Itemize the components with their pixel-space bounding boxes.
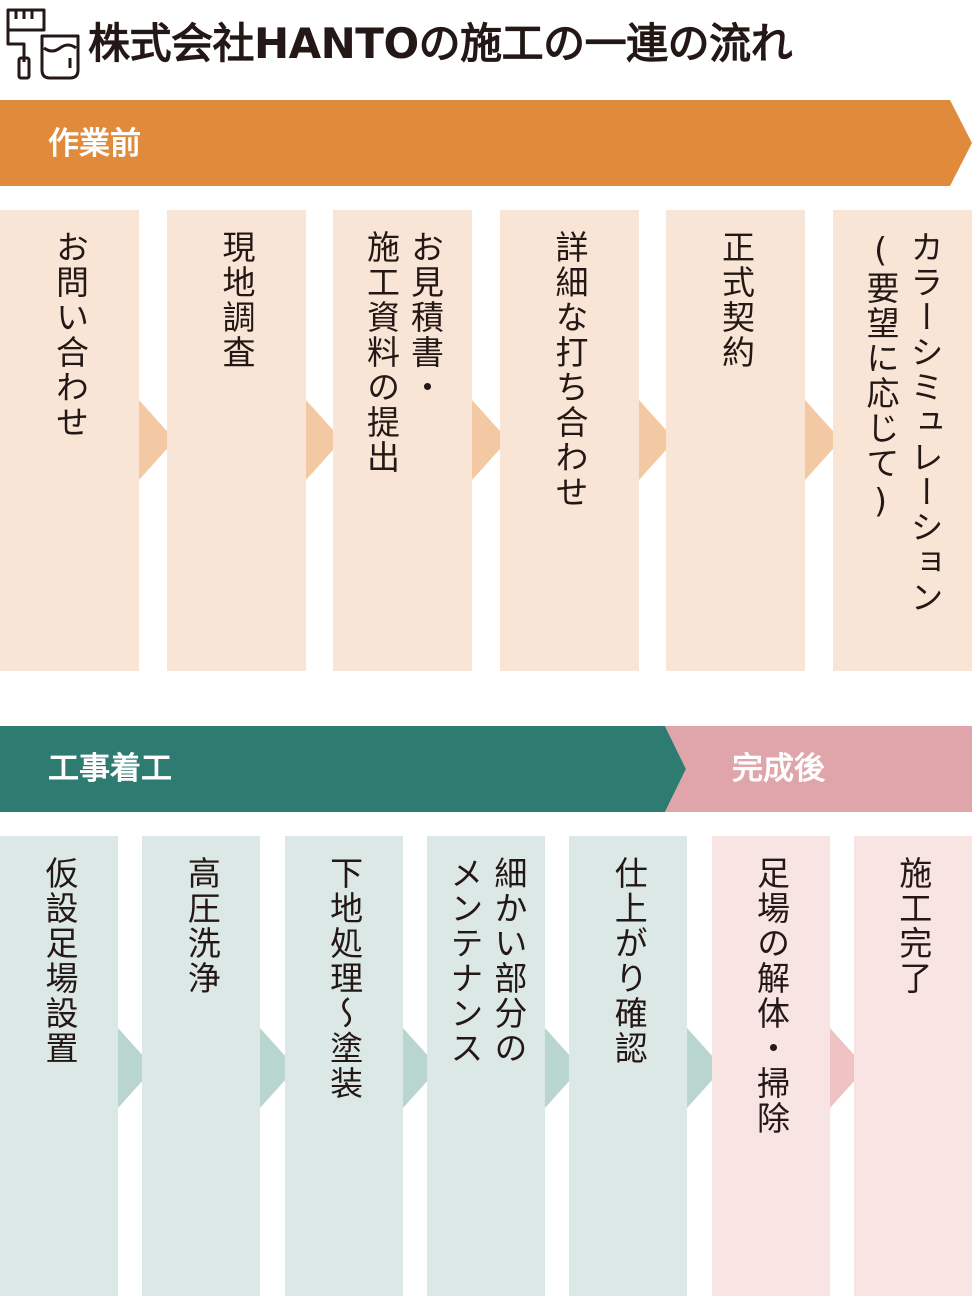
step-card: 仕上がり確認 [569, 836, 688, 1296]
arrow-right-icon [139, 400, 175, 480]
step-card: 仮設足場設置 [0, 836, 118, 1296]
paint-brush-and-bucket-icon [6, 8, 80, 80]
step-label: カラーシミュレーション (要望に応じて) [861, 230, 944, 615]
step-card: カラーシミュレーション (要望に応じて) [832, 210, 972, 671]
step-card: お見積書・ 施工資料の提出 [333, 210, 472, 671]
step-label: 細かい部分の メンテナンス [444, 856, 528, 1066]
step-label: 仕上がり確認 [609, 856, 649, 1066]
banner-before-label: 作業前 [48, 126, 141, 162]
banner-construction-label: 工事着工 [48, 751, 172, 787]
step-card: 下地処理〜塗装 [284, 836, 403, 1296]
step-label: 仮設足場設置 [40, 856, 79, 1066]
banner-after [665, 726, 972, 812]
banner-after-label: 完成後 [732, 751, 825, 787]
arrow-right-icon [305, 400, 342, 480]
arrow-right-icon [638, 400, 675, 480]
step-label: 足場の解体・掃除 [751, 856, 791, 1136]
arrow-right-icon [260, 1028, 297, 1108]
step-card: 正式契約 [666, 210, 805, 671]
step-label: お見積書・ 施工資料の提出 [361, 230, 445, 475]
arrow-right-icon [687, 1028, 724, 1108]
step-card: 詳細な打ち合わせ [499, 210, 639, 671]
step-card: 現地調査 [166, 210, 306, 671]
arrow-right-icon [118, 1028, 154, 1108]
step-card: お問い合わせ [0, 210, 139, 671]
arrow-right-icon [829, 1028, 866, 1108]
step-card: 施工完了 [853, 836, 972, 1296]
step-card: 足場の解体・掃除 [711, 836, 830, 1296]
step-label: 現地調査 [217, 230, 256, 370]
arrow-right-icon [472, 400, 508, 480]
banner-before [0, 100, 972, 186]
step-label: お問い合わせ [50, 230, 90, 440]
banner-construction [0, 726, 686, 812]
arrow-right-icon [402, 1028, 439, 1108]
arrow-right-icon [805, 400, 841, 480]
step-card: 細かい部分の メンテナンス [426, 836, 545, 1296]
step-card: 高圧洗浄 [142, 836, 261, 1296]
step-label: 施工完了 [893, 856, 933, 996]
arrow-right-icon [544, 1028, 581, 1108]
page-title: 株式会社HANTOの施工の一連の流れ [88, 19, 793, 68]
step-label: 詳細な打ち合わせ [550, 230, 589, 510]
step-label: 下地処理〜塗装 [324, 856, 364, 1101]
step-label: 高圧洗浄 [182, 856, 222, 996]
step-label: 正式契約 [716, 230, 756, 370]
